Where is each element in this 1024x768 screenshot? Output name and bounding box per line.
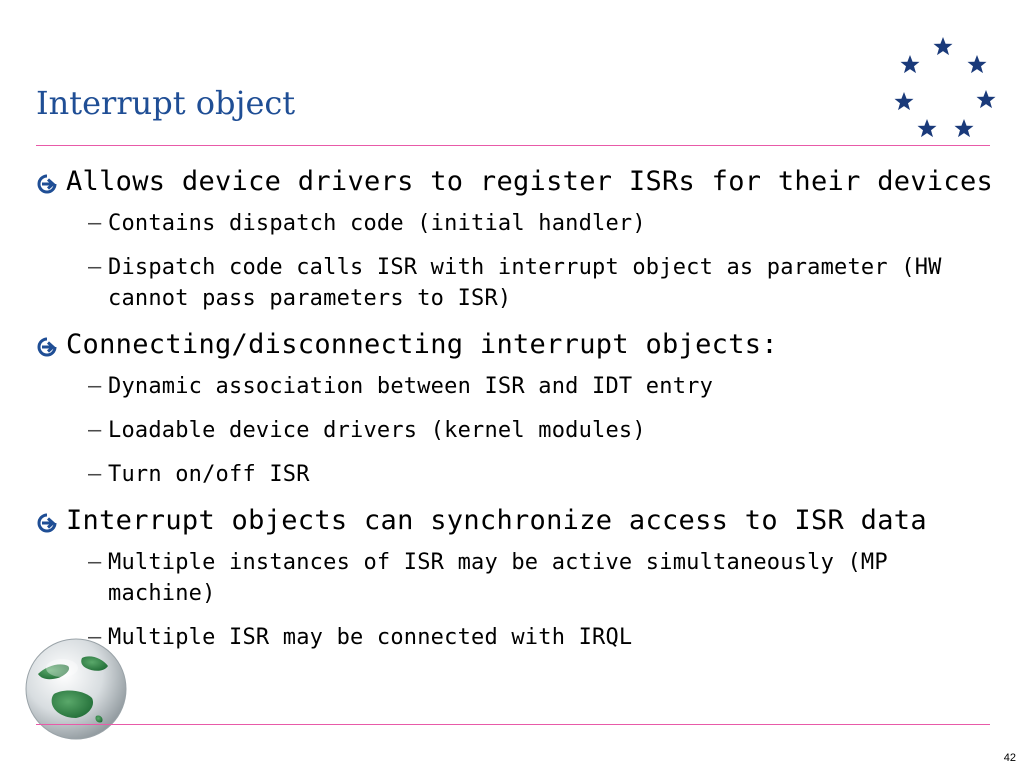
sub-item: – Contains dispatch code (initial handle… bbox=[36, 208, 996, 239]
dash-marker-icon: – bbox=[88, 550, 102, 575]
dash-marker-icon: – bbox=[88, 418, 102, 443]
bullet-item: Interrupt objects can synchronize access… bbox=[36, 503, 996, 539]
circled-arrow-icon bbox=[37, 513, 57, 533]
dash-marker-icon: – bbox=[88, 374, 102, 399]
sub-item-text: Multiple ISR may be connected with IRQL bbox=[108, 625, 633, 650]
sub-item-text: Multiple instances of ISR may be active … bbox=[108, 550, 888, 606]
dash-marker-icon: – bbox=[88, 462, 102, 487]
sub-item: – Multiple instances of ISR may be activ… bbox=[36, 547, 996, 609]
sub-item: – Multiple ISR may be connected with IRQ… bbox=[36, 622, 996, 653]
circled-arrow-icon bbox=[37, 174, 57, 194]
dash-marker-icon: – bbox=[88, 255, 102, 280]
bullet-item: Connecting/disconnecting interrupt objec… bbox=[36, 327, 996, 363]
bullet-item: Allows device drivers to register ISRs f… bbox=[36, 164, 996, 200]
bullet-text: Interrupt objects can synchronize access… bbox=[66, 505, 927, 536]
sub-item-text: Loadable device drivers (kernel modules) bbox=[108, 418, 646, 443]
sub-list: – Dynamic association between ISR and ID… bbox=[36, 371, 996, 490]
sub-item-text: Turn on/off ISR bbox=[108, 462, 310, 487]
sub-item: – Dynamic association between ISR and ID… bbox=[36, 371, 996, 402]
sub-item: – Loadable device drivers (kernel module… bbox=[36, 415, 996, 446]
sub-item: – Dispatch code calls ISR with interrupt… bbox=[36, 252, 996, 314]
title-divider bbox=[36, 145, 990, 146]
slide-title: Interrupt object bbox=[36, 84, 296, 122]
slide-body: Allows device drivers to register ISRs f… bbox=[36, 164, 996, 666]
footer-divider bbox=[36, 724, 990, 725]
globe-icon bbox=[25, 638, 127, 740]
sub-item-text: Dynamic association between ISR and IDT … bbox=[108, 374, 714, 399]
bullet-text: Allows device drivers to register ISRs f… bbox=[66, 166, 994, 197]
dash-marker-icon: – bbox=[88, 211, 102, 236]
circled-arrow-icon bbox=[37, 337, 57, 357]
sub-item: – Turn on/off ISR bbox=[36, 459, 996, 490]
bullet-text: Connecting/disconnecting interrupt objec… bbox=[66, 329, 778, 360]
sub-list: – Contains dispatch code (initial handle… bbox=[36, 208, 996, 314]
eu-stars-ring-icon bbox=[894, 37, 996, 138]
sub-item-text: Contains dispatch code (initial handler) bbox=[108, 211, 646, 236]
sub-list: – Multiple instances of ISR may be activ… bbox=[36, 547, 996, 653]
page-number: 42 bbox=[1003, 752, 1016, 764]
sub-item-text: Dispatch code calls ISR with interrupt o… bbox=[108, 255, 942, 311]
